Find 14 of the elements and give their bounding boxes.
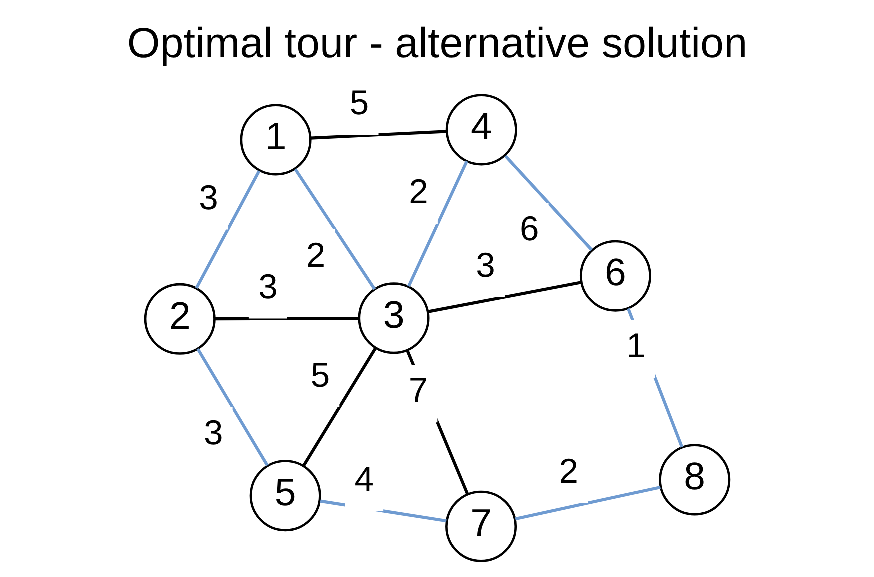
edge-label: 3 [203, 414, 223, 453]
edge-label: 2 [558, 452, 578, 491]
diagram-title: Optimal tour - alternative solution [126, 19, 748, 66]
edge-label: 6 [519, 210, 539, 248]
edge-label: 1 [626, 328, 646, 366]
edge-label: 3 [476, 246, 495, 285]
edge-label: 3 [198, 179, 218, 218]
edge-label: 5 [310, 356, 330, 395]
edge-label: 7 [408, 372, 428, 410]
edge-label: 3 [258, 268, 278, 306]
edge-label: 5 [349, 84, 369, 123]
edge-label: 2 [306, 236, 326, 275]
edge-label: 2 [408, 174, 428, 212]
edge-label: 4 [354, 460, 374, 499]
